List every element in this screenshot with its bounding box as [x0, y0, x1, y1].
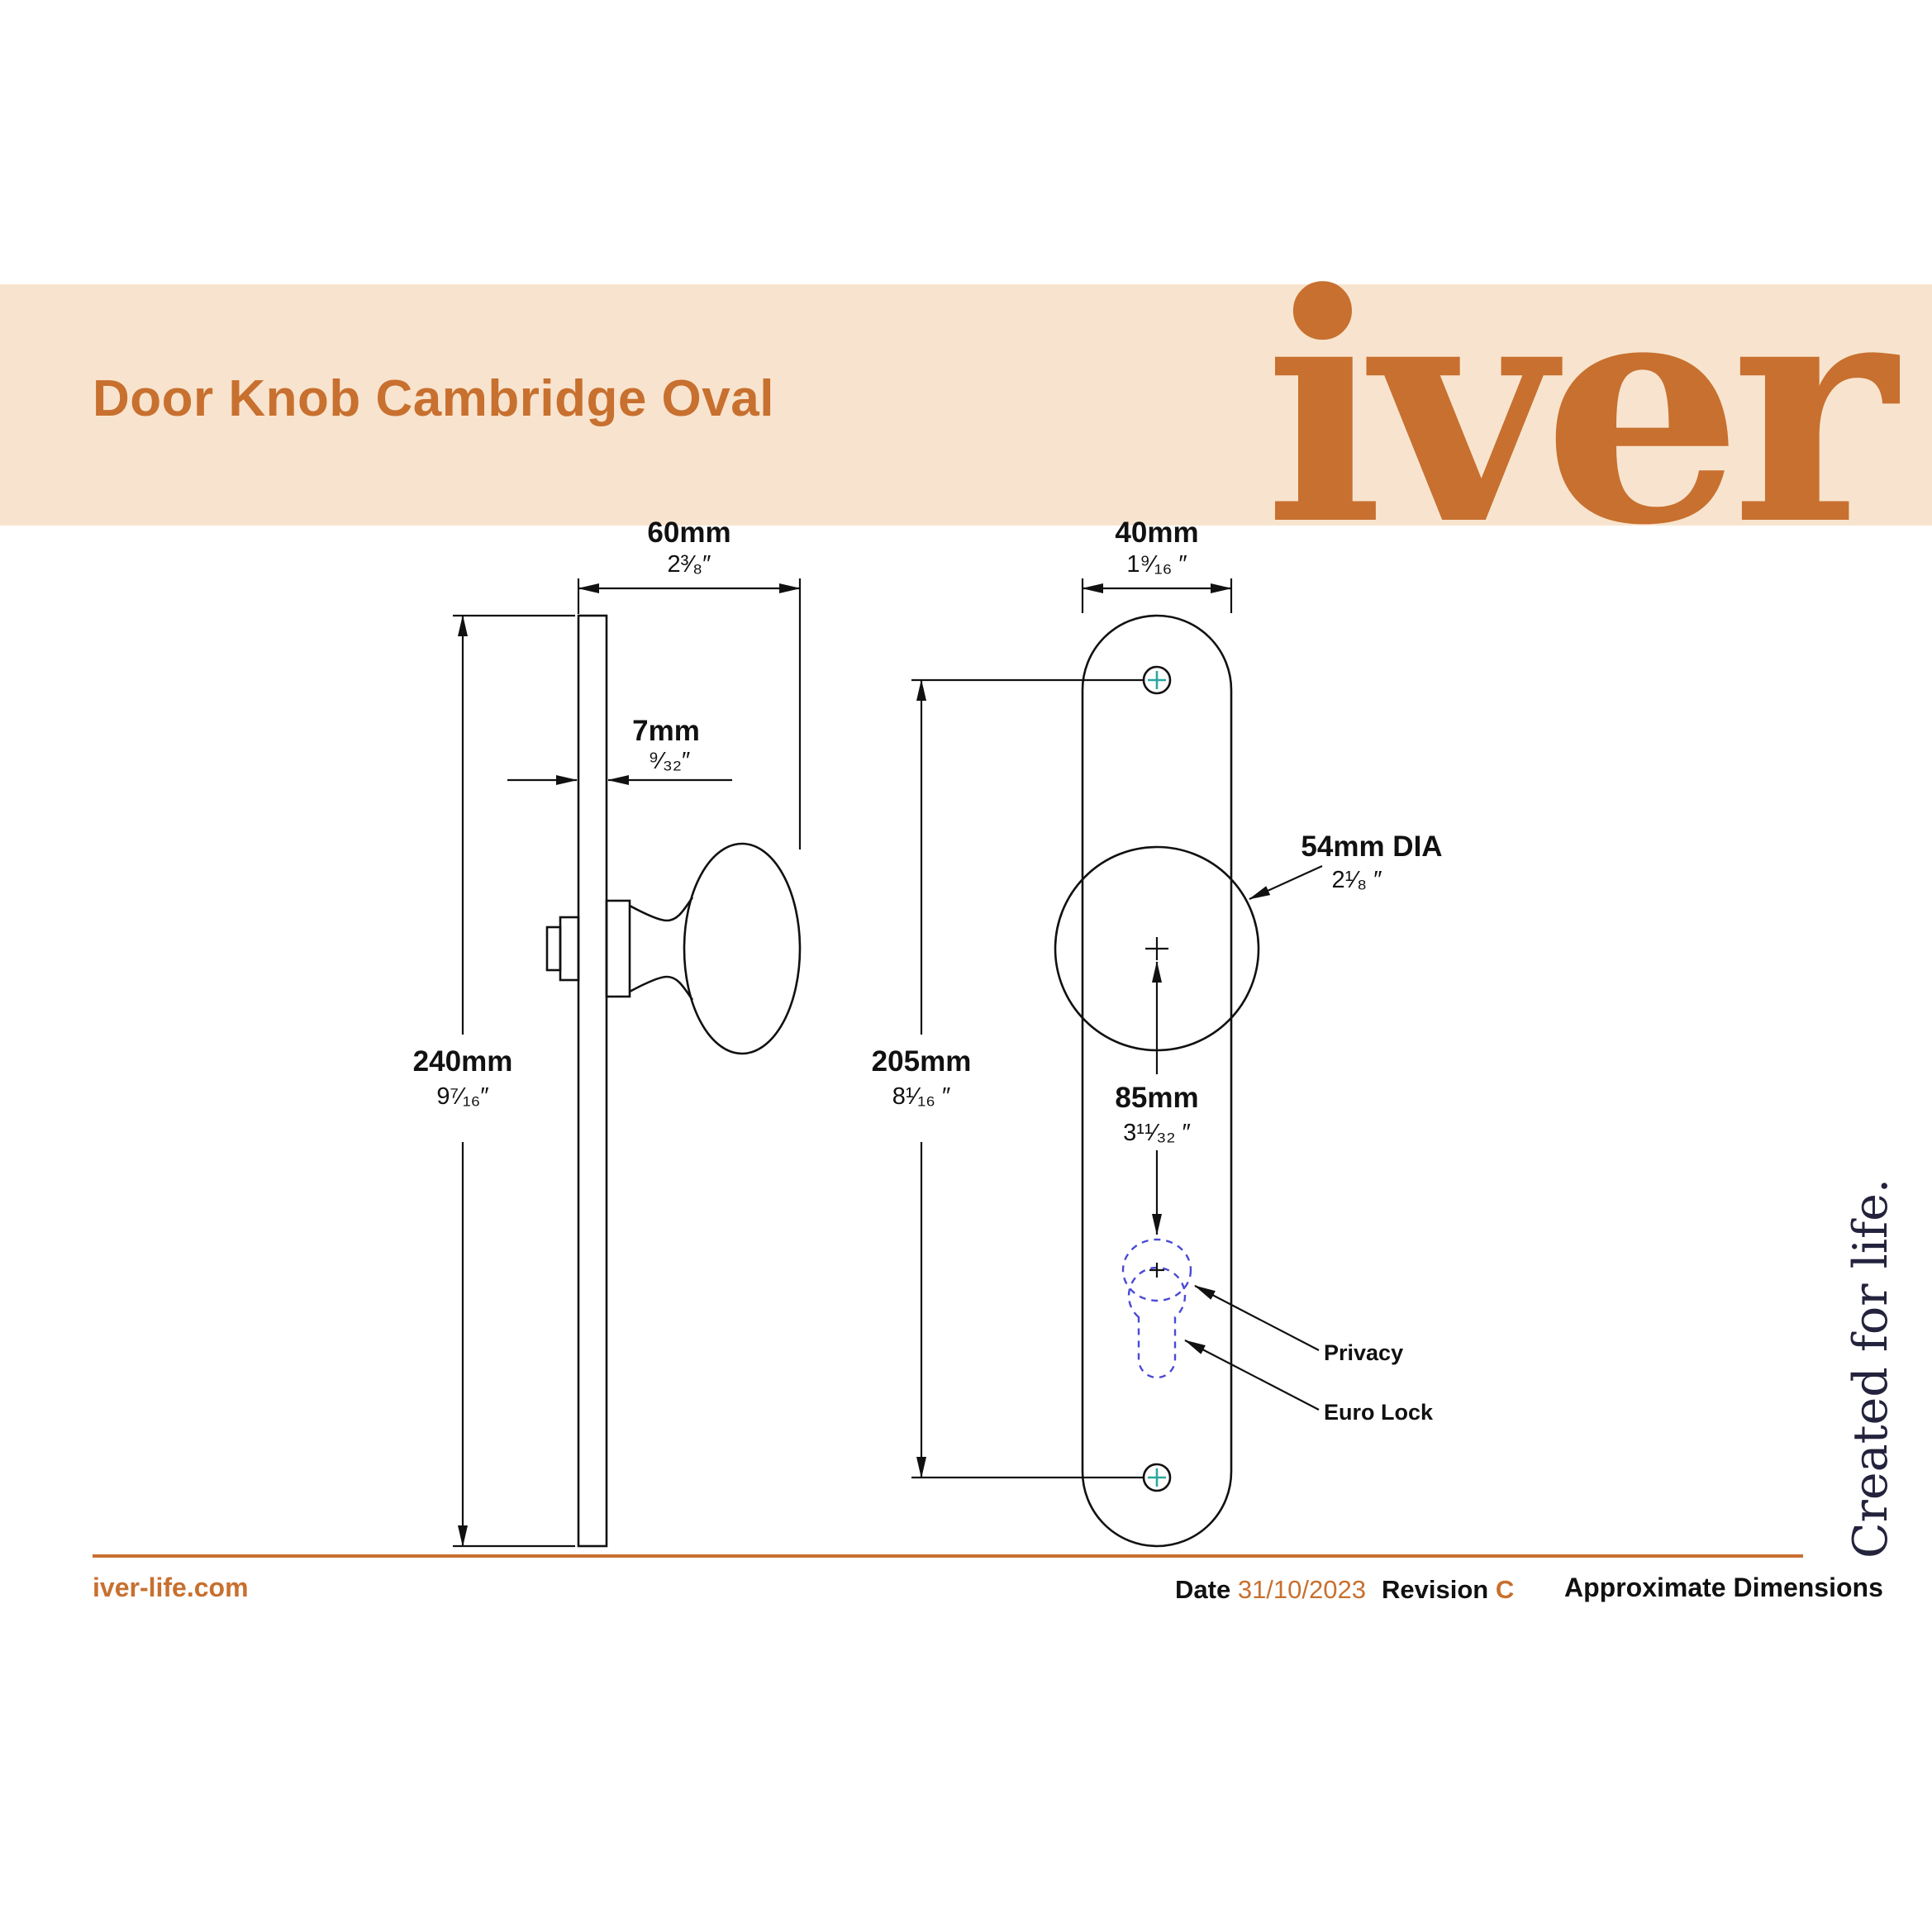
front-plate-outline — [1081, 614, 1233, 1548]
side-spindle-inner — [545, 926, 562, 972]
approximate-dimensions-note: Approximate Dimensions — [1564, 1573, 1883, 1602]
key-dist-mm-label: 85mm — [1115, 1082, 1198, 1114]
date-value: 31/10/2023 — [1237, 1575, 1366, 1604]
privacy-center-cross — [1149, 1263, 1164, 1278]
dimension-width-40mm: 40mm 1⁹⁄₁₆ ″ — [1081, 516, 1233, 613]
side-knob-outline — [683, 842, 802, 1055]
side-spindle-outer — [559, 916, 580, 982]
keyhole-cutouts — [1121, 1238, 1192, 1379]
dimension-knob-54mm: 54mm DIA 2¹⁄₈ ″ — [1249, 830, 1443, 901]
page-title: Door Knob Cambridge Oval — [93, 370, 774, 427]
header-band — [0, 284, 1932, 526]
cutout-labels: Privacy Euro Lock — [1184, 1285, 1434, 1425]
knob-center-cross — [1145, 937, 1168, 960]
width-mm-label: 40mm — [1115, 516, 1198, 549]
side-knob-neck-bottom — [629, 975, 694, 1001]
centres-inch-label: 8¹⁄₁₆ ″ — [892, 1083, 950, 1110]
revision-label: Revision — [1382, 1575, 1489, 1604]
centres-mm-label: 205mm — [872, 1045, 972, 1078]
side-knob-collar — [605, 899, 631, 998]
dimension-height-240mm: 240mm 9⁷⁄₁₆″ — [413, 614, 575, 1548]
thickness-mm-label: 7mm — [632, 715, 700, 747]
euro-lock-cutout — [1127, 1266, 1187, 1379]
dimension-key-85mm: 85mm 3¹¹⁄₃₂ ″ — [1115, 961, 1199, 1235]
leader-line — [1184, 1340, 1320, 1411]
side-view — [545, 614, 802, 1548]
footer-divider — [93, 1554, 1803, 1558]
privacy-cutout — [1121, 1238, 1192, 1302]
euro-lock-label: Euro Lock — [1324, 1400, 1434, 1425]
footer-revision: Revision C — [1382, 1575, 1514, 1605]
height-mm-label: 240mm — [413, 1045, 513, 1078]
website-link[interactable]: iver-life.com — [93, 1573, 249, 1602]
privacy-label: Privacy — [1324, 1340, 1403, 1365]
knob-dia-inch-label: 2¹⁄₈ ″ — [1332, 867, 1382, 893]
depth-inch-label: 2³⁄₈″ — [668, 551, 711, 578]
revision-value: C — [1495, 1575, 1515, 1604]
height-inch-label: 9⁷⁄₁₆″ — [436, 1083, 488, 1110]
dimension-depth-60mm: 60mm 2³⁄₈″ — [577, 516, 802, 849]
key-dist-inch-label: 3¹¹⁄₃₂ ″ — [1123, 1120, 1191, 1146]
width-inch-label: 1⁹⁄₁₆ ″ — [1126, 551, 1187, 578]
footer-date: Date 31/10/2023 — [1175, 1575, 1366, 1605]
side-knob-neck-top — [629, 897, 694, 922]
bottom-screw-cross — [1148, 1468, 1166, 1487]
brand-tagline: Created for life. — [1844, 1178, 1898, 1558]
thickness-inch-label: ⁹⁄₃₂″ — [649, 748, 691, 774]
knob-dia-mm-label: 54mm DIA — [1301, 830, 1442, 863]
iver-logo: iver — [1264, 225, 1896, 594]
date-label: Date — [1175, 1575, 1231, 1604]
depth-mm-label: 60mm — [647, 516, 730, 549]
side-plate-outline — [577, 614, 608, 1548]
dimension-centres-205mm: 205mm 8¹⁄₁₆ ″ — [872, 678, 1144, 1479]
dimension-thickness-7mm: 7mm ⁹⁄₃₂″ — [507, 715, 732, 785]
top-screw-cross — [1148, 671, 1166, 689]
leader-line — [1194, 1285, 1320, 1351]
front-view — [1054, 614, 1260, 1548]
leader-line — [1249, 864, 1323, 901]
